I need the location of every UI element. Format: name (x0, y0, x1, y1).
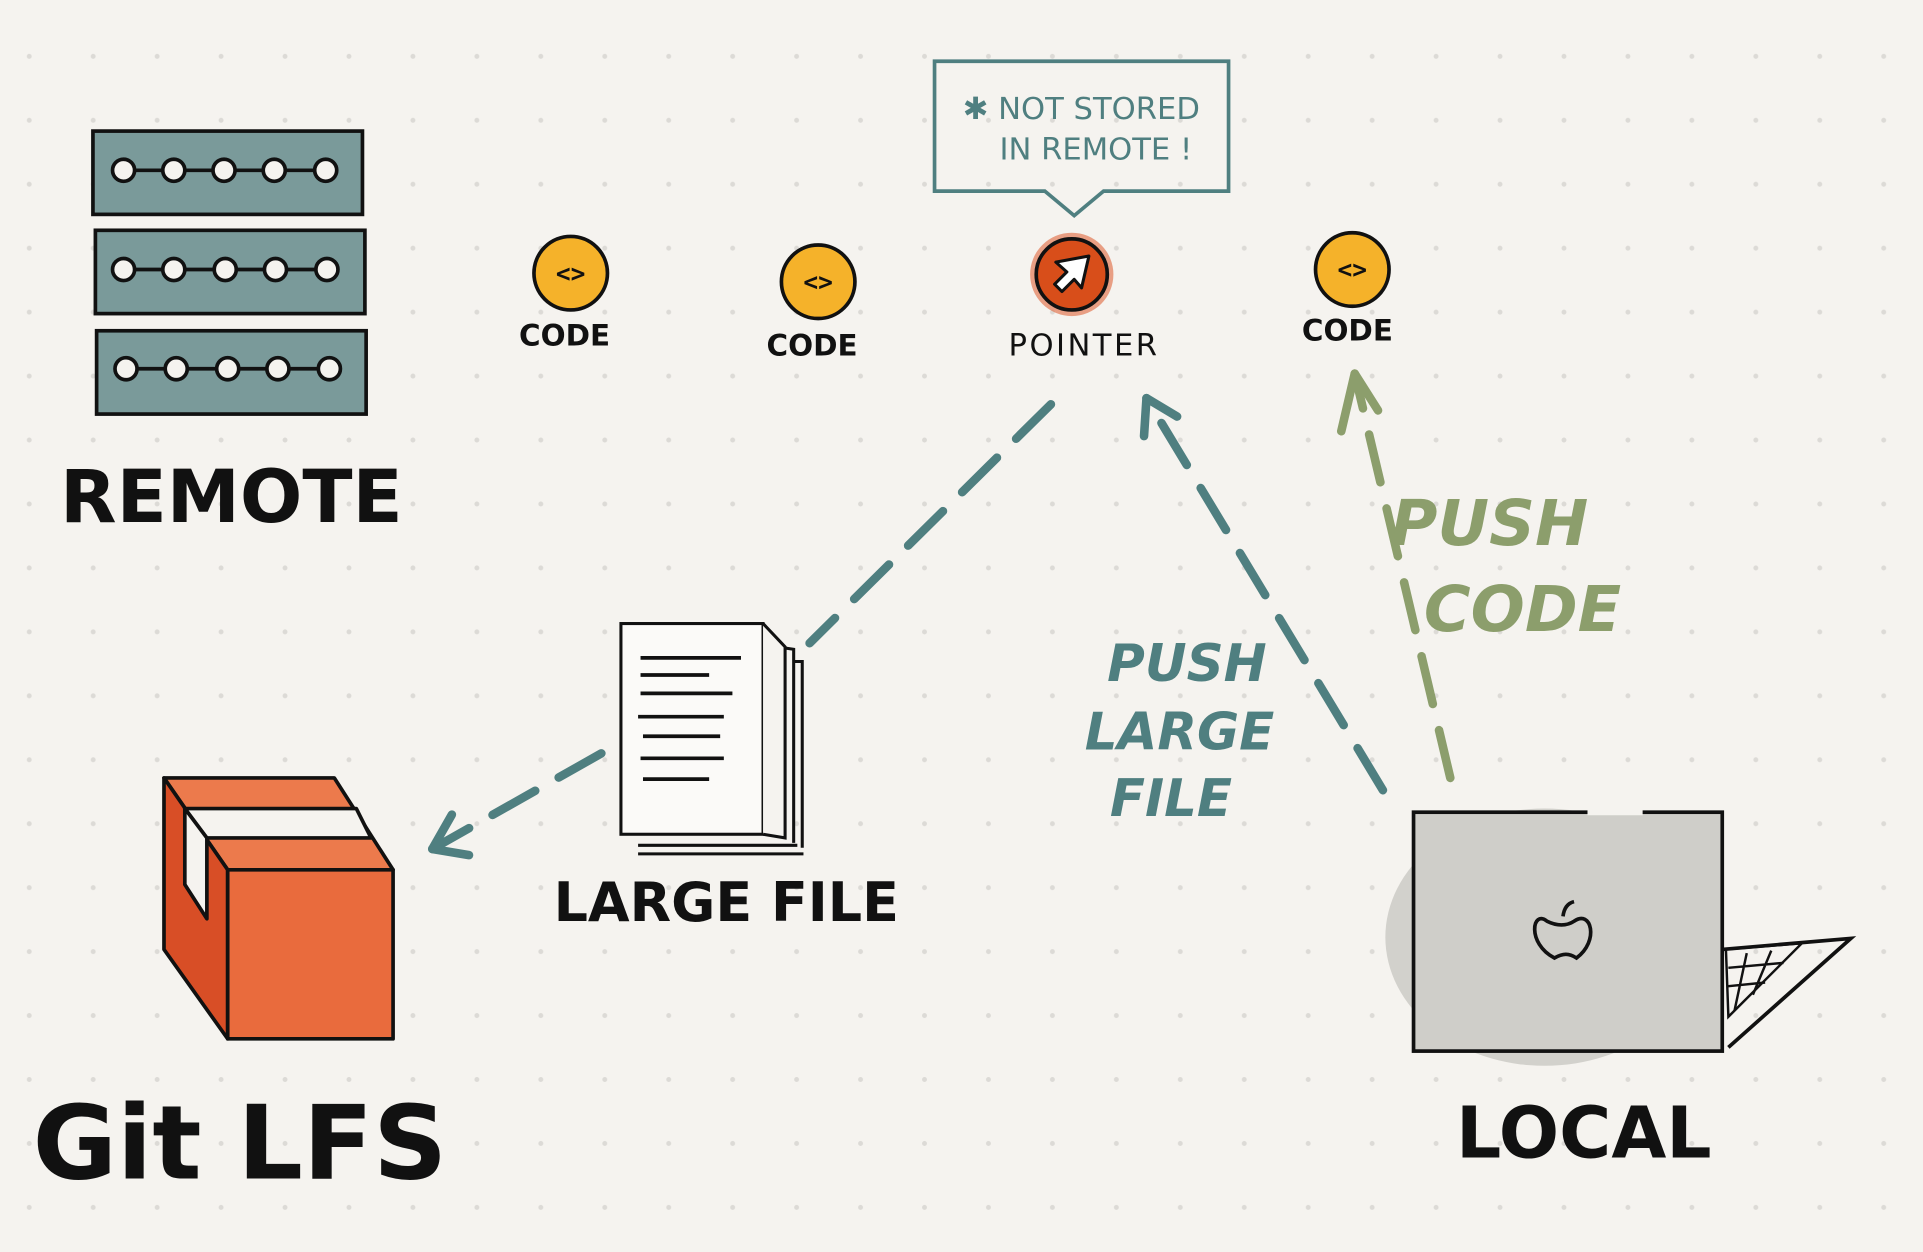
commit-label: CODE (1302, 314, 1393, 348)
code-icon (1313, 230, 1391, 309)
commit-code-1: <> CODE (519, 234, 610, 352)
lfs-box-icon (162, 776, 395, 1041)
commit-pointer: POINTER (1009, 232, 1160, 363)
commit-code-3: <> CODE (1302, 230, 1393, 348)
large-file-icon (619, 622, 804, 856)
apple-logo-icon (1532, 899, 1593, 961)
commit-label: CODE (767, 328, 858, 362)
push-code-arrow (1350, 369, 1455, 783)
pointer-to-file-line (805, 399, 1056, 648)
large-file-label: LARGE FILE (554, 871, 899, 934)
push-large-file-arrow (1142, 393, 1388, 795)
dashed-arrows (427, 369, 1455, 860)
commit-label: POINTER (1009, 328, 1160, 363)
remote-label: REMOTE (60, 455, 403, 540)
svg-text:PUSH: PUSH (1107, 634, 1267, 694)
remote-server-icon (91, 129, 368, 416)
svg-text:CODE: CODE (1424, 573, 1621, 647)
svg-text:LARGE: LARGE (1085, 703, 1275, 763)
code-icon (779, 243, 857, 321)
push-code-label: PUSH CODE (1391, 487, 1621, 647)
code-glyph: <> (1338, 255, 1368, 284)
callout-line-2: IN REMOTE ! (999, 132, 1192, 167)
callout-box: ✱ NOT STORED IN REMOTE ! (932, 59, 1231, 219)
svg-text:FILE: FILE (1110, 769, 1232, 829)
code-glyph: <> (803, 267, 833, 296)
callout-line-1: ✱ NOT STORED (963, 92, 1200, 127)
code-glyph: <> (556, 259, 586, 288)
push-large-file-label: PUSH LARGE FILE (1085, 634, 1275, 829)
code-icon (532, 234, 610, 312)
file-to-lfs-arrow (427, 749, 606, 854)
svg-text:PUSH: PUSH (1391, 487, 1589, 561)
commit-code-2: <> CODE (767, 243, 858, 362)
commit-label: CODE (519, 318, 610, 352)
local-label: LOCAL (1456, 1092, 1712, 1175)
laptop-icon (1385, 808, 1857, 1066)
lfs-label: Git LFS (33, 1083, 448, 1203)
